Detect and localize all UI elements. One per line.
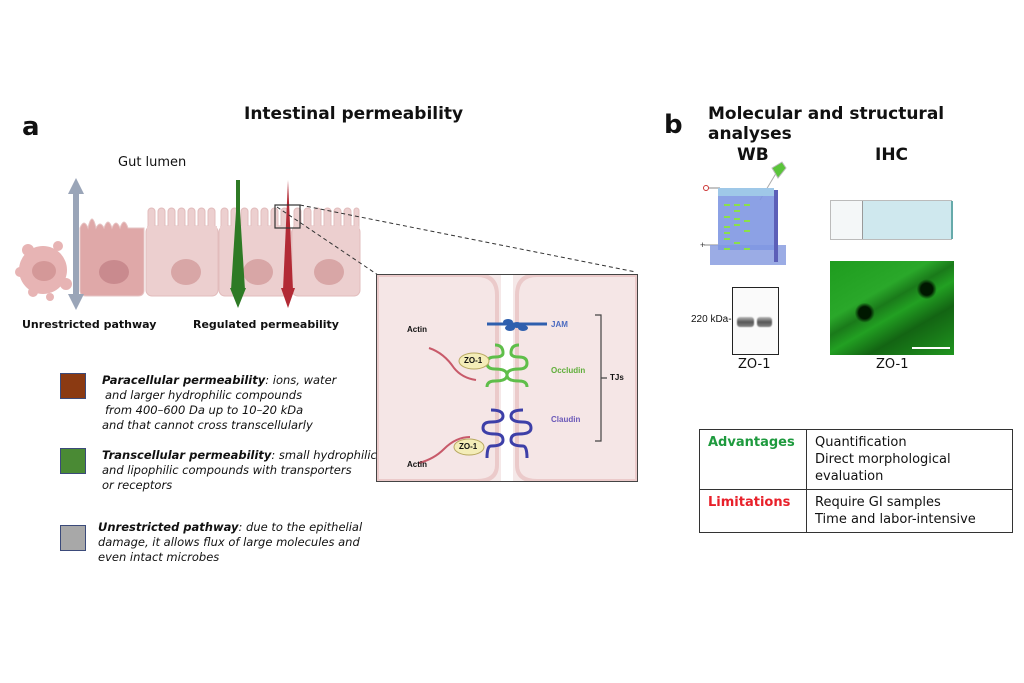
occludin-protein-icon [485, 343, 529, 388]
transcellular-term: Transcellular permeability [102, 448, 272, 462]
actin-top-label: Actin [407, 325, 427, 334]
panel-a-letter: a [22, 112, 40, 142]
microscope-slide-icon [830, 200, 953, 240]
limitations-header: Limitations [699, 489, 807, 533]
epithelial-cell [218, 207, 292, 297]
zoom-line [299, 204, 637, 273]
tjs-bracket-icon [595, 314, 607, 442]
limitation-item: Time and labor-intensive [815, 512, 976, 527]
transcellular-arrow-icon [230, 180, 246, 308]
panel-b-title: Molecular and structural analyses [708, 104, 945, 144]
epithelial-cell [291, 207, 361, 297]
svg-text:+: + [700, 240, 705, 250]
gel-electrophoresis-icon: + [700, 161, 787, 265]
actin-bottom-label: Actin [407, 460, 427, 469]
zo1-protein-icon [458, 352, 490, 370]
paracellular-swatch [60, 373, 86, 399]
gut-lumen-label: Gut lumen [118, 155, 187, 170]
advantage-item: evaluation [815, 469, 884, 484]
advantages-limitations-table: Advantages Quantification Direct morphol… [699, 429, 1013, 533]
regulated-permeability-label: Regulated permeability [193, 318, 339, 331]
zo1-top-label: ZO-1 [464, 356, 483, 365]
actin-filament-icon [428, 347, 477, 381]
ihc-fluorescence-image [830, 261, 954, 355]
advantage-item: Direct morphological [815, 452, 951, 467]
zoom-line [276, 206, 379, 276]
unrestricted-swatch [60, 525, 86, 551]
ihc-title: IHC [875, 145, 909, 165]
advantage-item: Quantification [815, 435, 907, 450]
paracellular-arrow-icon [281, 180, 295, 308]
blot-band [757, 317, 772, 327]
advantages-header: Advantages [699, 429, 807, 490]
transcellular-swatch [60, 448, 86, 474]
jam-protein-icon [487, 319, 547, 331]
claudin-label: Claudin [551, 415, 581, 424]
wb-title: WB [737, 145, 769, 165]
panel-a-title: Intestinal permeability [244, 104, 464, 124]
paracellular-term: Paracellular permeability [102, 373, 266, 387]
unrestricted-pathway-label: Unrestricted pathway [22, 318, 157, 331]
ihc-caption: ZO-1 [876, 357, 909, 372]
actin-filament-icon [418, 436, 471, 464]
blot-band [737, 317, 754, 327]
panel-b-letter: b [664, 110, 683, 140]
table-row-limitations: Limitations Require GI samples Time and … [699, 489, 1013, 533]
zoom-box [274, 204, 301, 229]
wb-caption: ZO-1 [738, 357, 771, 372]
epithelium-illustration [15, 178, 637, 310]
tight-junction-inset: Actin Actin ZO-1 ZO-1 JAM Occludin Claud… [376, 274, 638, 482]
zo1-bottom-label: ZO-1 [459, 442, 478, 451]
claudin-protein-icon [481, 408, 533, 459]
unrestricted-arrow-icon [68, 178, 84, 310]
limitation-item: Require GI samples [815, 495, 941, 510]
tjs-label: TJs [610, 373, 624, 382]
scale-bar [912, 347, 950, 349]
tight-junction-illustration [377, 275, 637, 481]
occludin-label: Occludin [551, 366, 586, 375]
western-blot-image [732, 287, 779, 355]
unrestricted-term: Unrestricted pathway [98, 520, 239, 534]
jam-label: JAM [551, 320, 568, 329]
zo1-protein-icon [453, 438, 485, 456]
damaged-cell-icon [15, 241, 72, 301]
blot-marker-label: 220 kDa- [691, 314, 732, 325]
epithelial-cell [79, 218, 145, 297]
table-row-advantages: Advantages Quantification Direct morphol… [699, 429, 1013, 490]
epithelial-cell [145, 207, 219, 297]
